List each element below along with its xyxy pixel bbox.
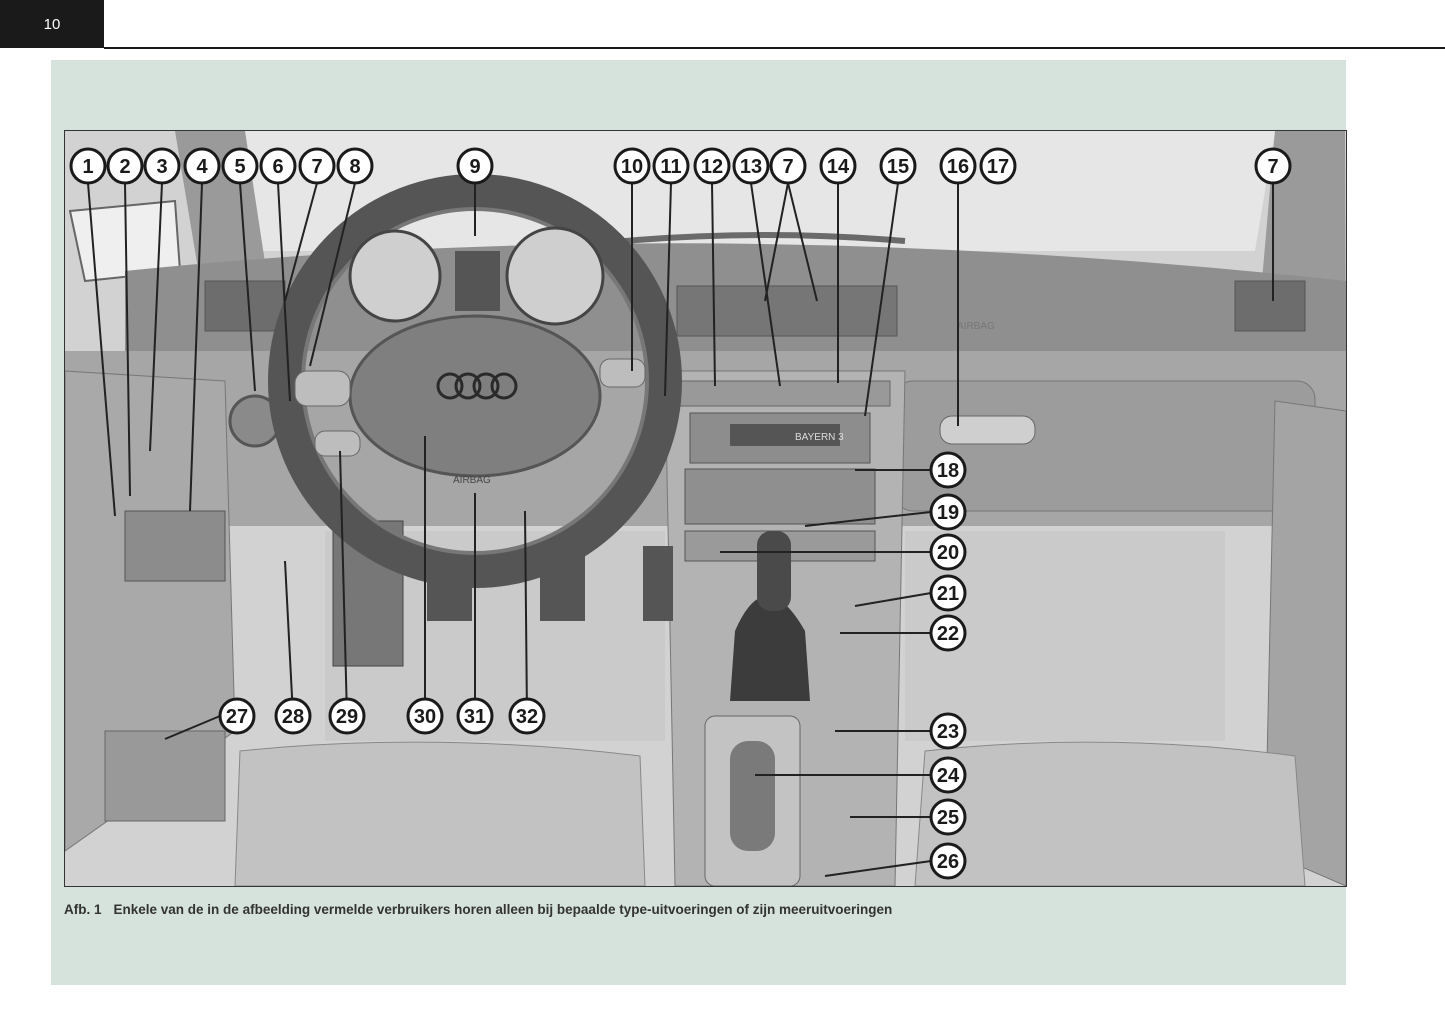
callout-11: 11 (652, 147, 690, 185)
callout-number: 7 (1267, 156, 1278, 178)
callout-13: 13 (732, 147, 770, 185)
callout-number: 16 (947, 156, 969, 178)
callout-number: 10 (621, 156, 643, 178)
callout-number: 8 (349, 156, 360, 178)
callout-number: 17 (987, 156, 1009, 178)
figure-caption: Afb. 1 Enkele van de in de afbeelding ver… (64, 902, 892, 917)
callout-number: 18 (937, 460, 959, 482)
callout-7: 7 (1254, 147, 1292, 185)
callout-27: 27 (218, 697, 256, 735)
callout-15: 15 (879, 147, 917, 185)
callout-23: 23 (929, 712, 967, 750)
callout-5: 5 (221, 147, 259, 185)
callout-28: 28 (274, 697, 312, 735)
callout-number: 2 (119, 156, 130, 178)
callout-32: 32 (508, 697, 546, 735)
car-interior-illustration: AIRBAG BAYERN 3 (64, 130, 1347, 887)
callout-number: 11 (660, 156, 681, 178)
callout-22: 22 (929, 614, 967, 652)
callout-number: 31 (464, 706, 486, 728)
callout-30: 30 (406, 697, 444, 735)
callout-number: 1 (82, 156, 93, 178)
callout-number: 23 (937, 721, 959, 743)
callout-number: 28 (282, 706, 304, 728)
callout-25: 25 (929, 798, 967, 836)
callout-number: 6 (272, 156, 283, 178)
callout-20: 20 (929, 533, 967, 571)
callout-29: 29 (328, 697, 366, 735)
callout-19: 19 (929, 493, 967, 531)
callout-8: 8 (336, 147, 374, 185)
callout-16: 16 (939, 147, 977, 185)
callout-number: 15 (887, 156, 909, 178)
callout-17: 17 (979, 147, 1017, 185)
radio-display-text: BAYERN 3 (795, 432, 844, 443)
callout-7: 7 (298, 147, 336, 185)
wheel-airbag-label: AIRBAG (453, 475, 491, 486)
callout-number: 9 (469, 156, 480, 178)
callout-number: 4 (196, 156, 208, 178)
callout-number: 5 (234, 156, 245, 178)
callout-number: 27 (226, 706, 248, 728)
callout-21: 21 (929, 574, 967, 612)
callout-number: 22 (937, 623, 959, 645)
callout-7: 7 (769, 147, 807, 185)
callout-14: 14 (819, 147, 857, 185)
callout-number: 14 (827, 156, 850, 178)
callout-number: 12 (701, 156, 723, 178)
callout-2: 2 (106, 147, 144, 185)
callout-9: 9 (456, 147, 494, 185)
callout-number: 20 (937, 542, 959, 564)
callout-number: 25 (937, 807, 959, 829)
callout-number: 30 (414, 706, 436, 728)
callout-31: 31 (456, 697, 494, 735)
callout-10: 10 (613, 147, 651, 185)
callout-number: 3 (156, 156, 167, 178)
header-rule (104, 47, 1445, 49)
callout-number: 26 (937, 851, 959, 873)
callout-12: 12 (693, 147, 731, 185)
callout-18: 18 (929, 451, 967, 489)
callout-number: 7 (782, 156, 793, 178)
callout-26: 26 (929, 842, 967, 880)
callout-number: 21 (937, 583, 959, 605)
callout-number: 32 (516, 706, 538, 728)
dash-airbag-label: AIRBAG (957, 321, 995, 332)
callout-number: 29 (336, 706, 358, 728)
callout-24: 24 (929, 756, 967, 794)
callout-6: 6 (259, 147, 297, 185)
callout-1: 1 (69, 147, 107, 185)
callout-4: 4 (183, 147, 221, 185)
callout-3: 3 (143, 147, 181, 185)
page-number: 10 (0, 0, 104, 48)
figure-label: Afb. 1 (64, 902, 102, 917)
callout-number: 24 (937, 765, 960, 787)
callout-number: 13 (740, 156, 762, 178)
callout-number: 19 (937, 502, 959, 524)
caption-text: Enkele van de in de afbeelding vermelde … (113, 902, 893, 917)
callout-number: 7 (311, 156, 322, 178)
